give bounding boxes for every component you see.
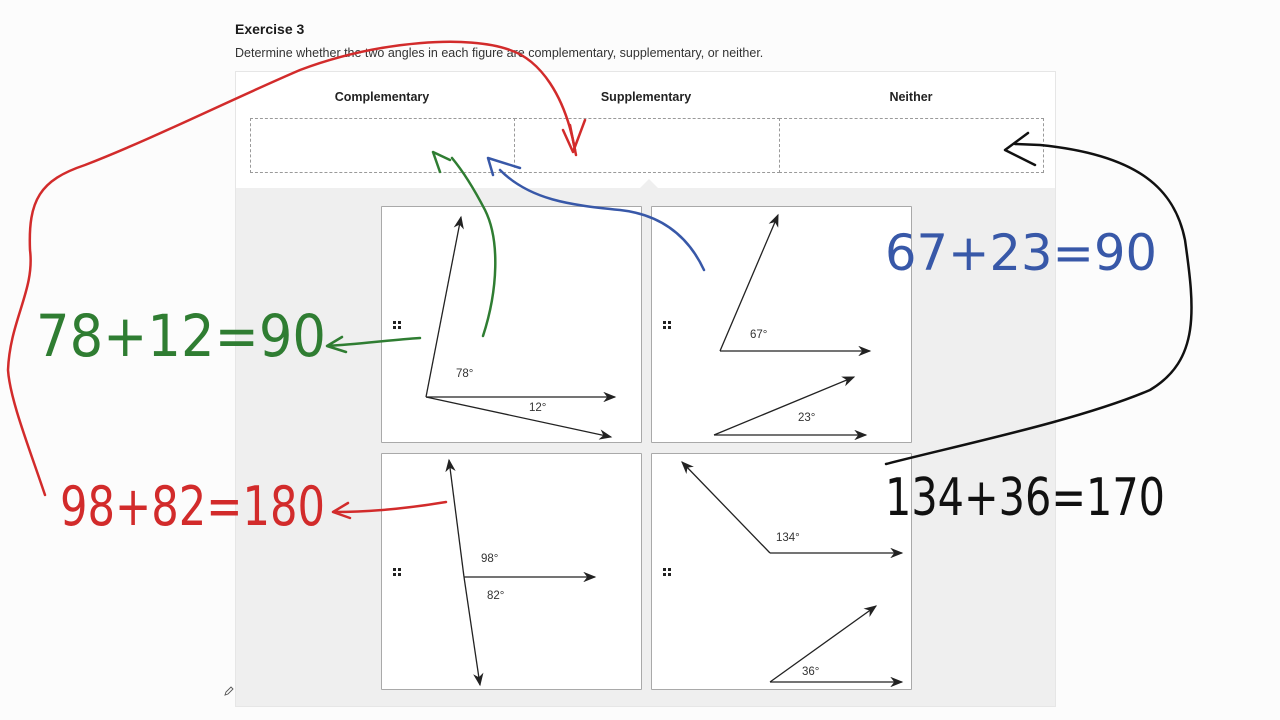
angle-label: 12° xyxy=(529,402,546,414)
exercise-title: Exercise 3 xyxy=(235,21,305,37)
angle-label: 67° xyxy=(750,329,767,341)
angle-label: 78° xyxy=(456,368,473,380)
sorting-panel: Complementary Supplementary Neither 78° … xyxy=(235,71,1056,707)
drop-zone-neither[interactable] xyxy=(779,118,1044,173)
category-header-supplementary: Supplementary xyxy=(600,90,692,104)
angle-figure-1: 78° 12° xyxy=(425,215,617,440)
card-tray: 78° 12° 67° 23° 98° 82° xyxy=(236,179,1055,706)
angle-label: 36° xyxy=(802,666,819,678)
drag-handle-icon[interactable] xyxy=(663,568,671,576)
exercise-instructions: Determine whether the two angles in each… xyxy=(235,46,764,60)
angle-figure-2: 67° 23° xyxy=(713,213,872,441)
tray-notch xyxy=(640,179,658,188)
drop-zone-supplementary[interactable] xyxy=(514,118,780,173)
angle-card-3[interactable]: 98° 82° xyxy=(381,453,642,690)
category-header-complementary: Complementary xyxy=(334,90,430,104)
angle-card-1[interactable]: 78° 12° xyxy=(381,206,642,443)
angle-card-2[interactable]: 67° 23° xyxy=(651,206,912,443)
angle-label: 98° xyxy=(481,553,498,565)
angle-label: 23° xyxy=(798,412,815,424)
drop-zone-complementary[interactable] xyxy=(250,118,516,173)
angle-card-4[interactable]: 134° 36° xyxy=(651,453,912,690)
angle-figure-4: 134° 36° xyxy=(681,461,904,688)
drag-handle-icon[interactable] xyxy=(393,568,401,576)
angle-figure-3: 98° 82° xyxy=(445,458,597,687)
category-header-neither: Neither xyxy=(889,90,933,104)
pencil-icon[interactable] xyxy=(224,686,234,696)
drag-handle-icon[interactable] xyxy=(663,321,671,329)
angle-label: 82° xyxy=(487,590,504,602)
angle-label: 134° xyxy=(776,532,800,544)
